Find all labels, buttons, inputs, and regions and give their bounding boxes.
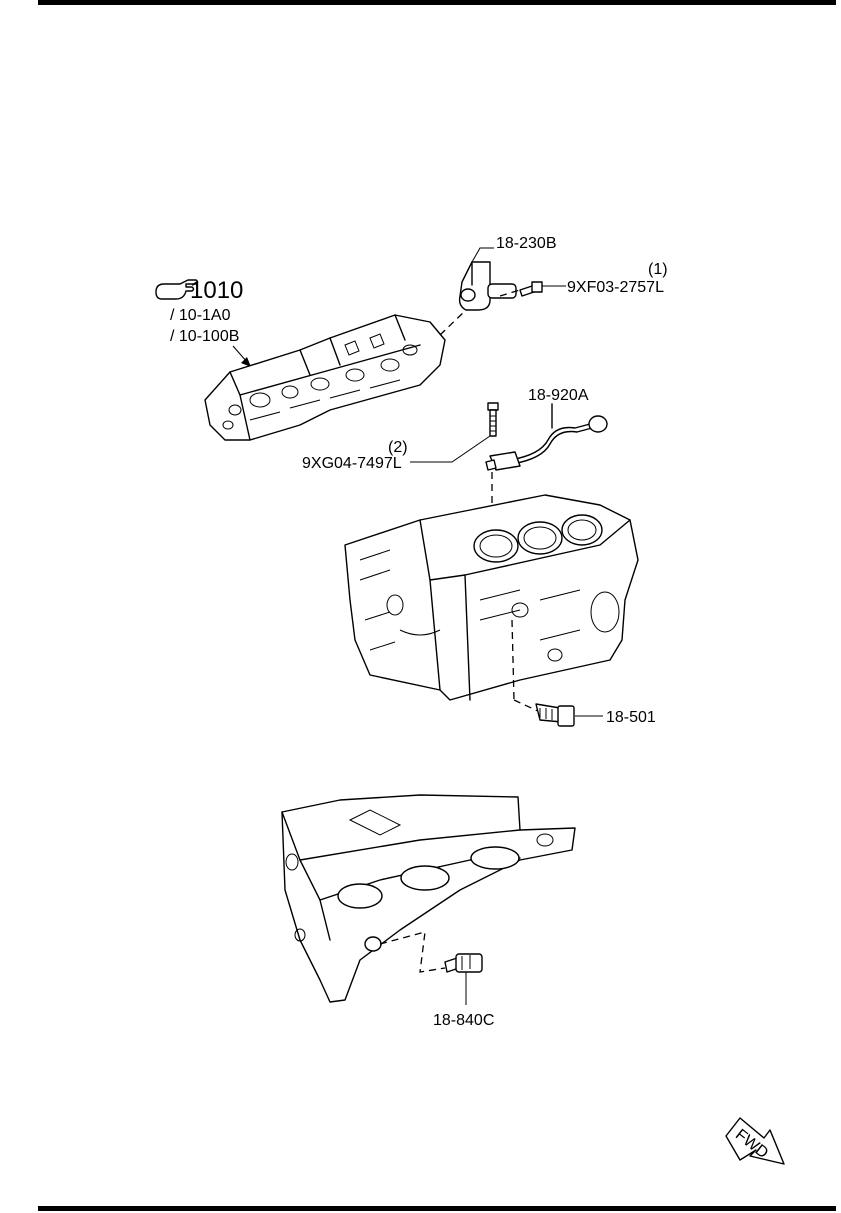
pointing-hand-icon [155, 279, 199, 300]
label-18-920A: 18-920A [528, 387, 589, 404]
temp-sensor-18-840C [444, 953, 483, 973]
bolt1-code-label: 9XF03-2757L [567, 279, 664, 296]
leader-bolt2 [410, 435, 491, 463]
bolt1-dash [499, 289, 521, 297]
bolt2-code-label: 9XG04-7497L [302, 455, 402, 472]
head-leader-dash [439, 309, 467, 336]
ref-leader-arrow [232, 345, 251, 367]
lower-detail-drawing [281, 794, 576, 1003]
sensor-501-dash-1 [511, 619, 515, 701]
leader-18-230B [471, 247, 494, 263]
label-18-501: 18-501 [606, 709, 656, 726]
bolt1-index-label: (1) [648, 261, 668, 278]
ref-sub1-label: / 10-1A0 [170, 307, 231, 324]
bolt-2-icon [487, 402, 499, 437]
bottom-border-rule [38, 1206, 836, 1211]
ref-main-label: 1010 [190, 277, 243, 304]
sensor-840C-dash [379, 931, 446, 973]
cam-sensor-18-230B [458, 261, 517, 311]
cylinder-head-drawing [204, 314, 446, 441]
top-border-rule [38, 0, 836, 5]
cylinder-block-drawing [344, 494, 639, 701]
bolt2-index-label: (2) [388, 439, 408, 456]
ref-sub2-label: / 10-100B [170, 328, 239, 345]
label-18-840C: 18-840C [433, 1012, 494, 1029]
crank-sensor-18-920A [485, 403, 608, 471]
bolt-1-icon [519, 281, 543, 297]
knock-sensor-18-501 [535, 703, 575, 727]
sensor-501-dash-2 [513, 699, 541, 713]
fwd-arrow-icon: FWD [725, 1117, 785, 1165]
label-18-230B: 18-230B [496, 235, 557, 252]
